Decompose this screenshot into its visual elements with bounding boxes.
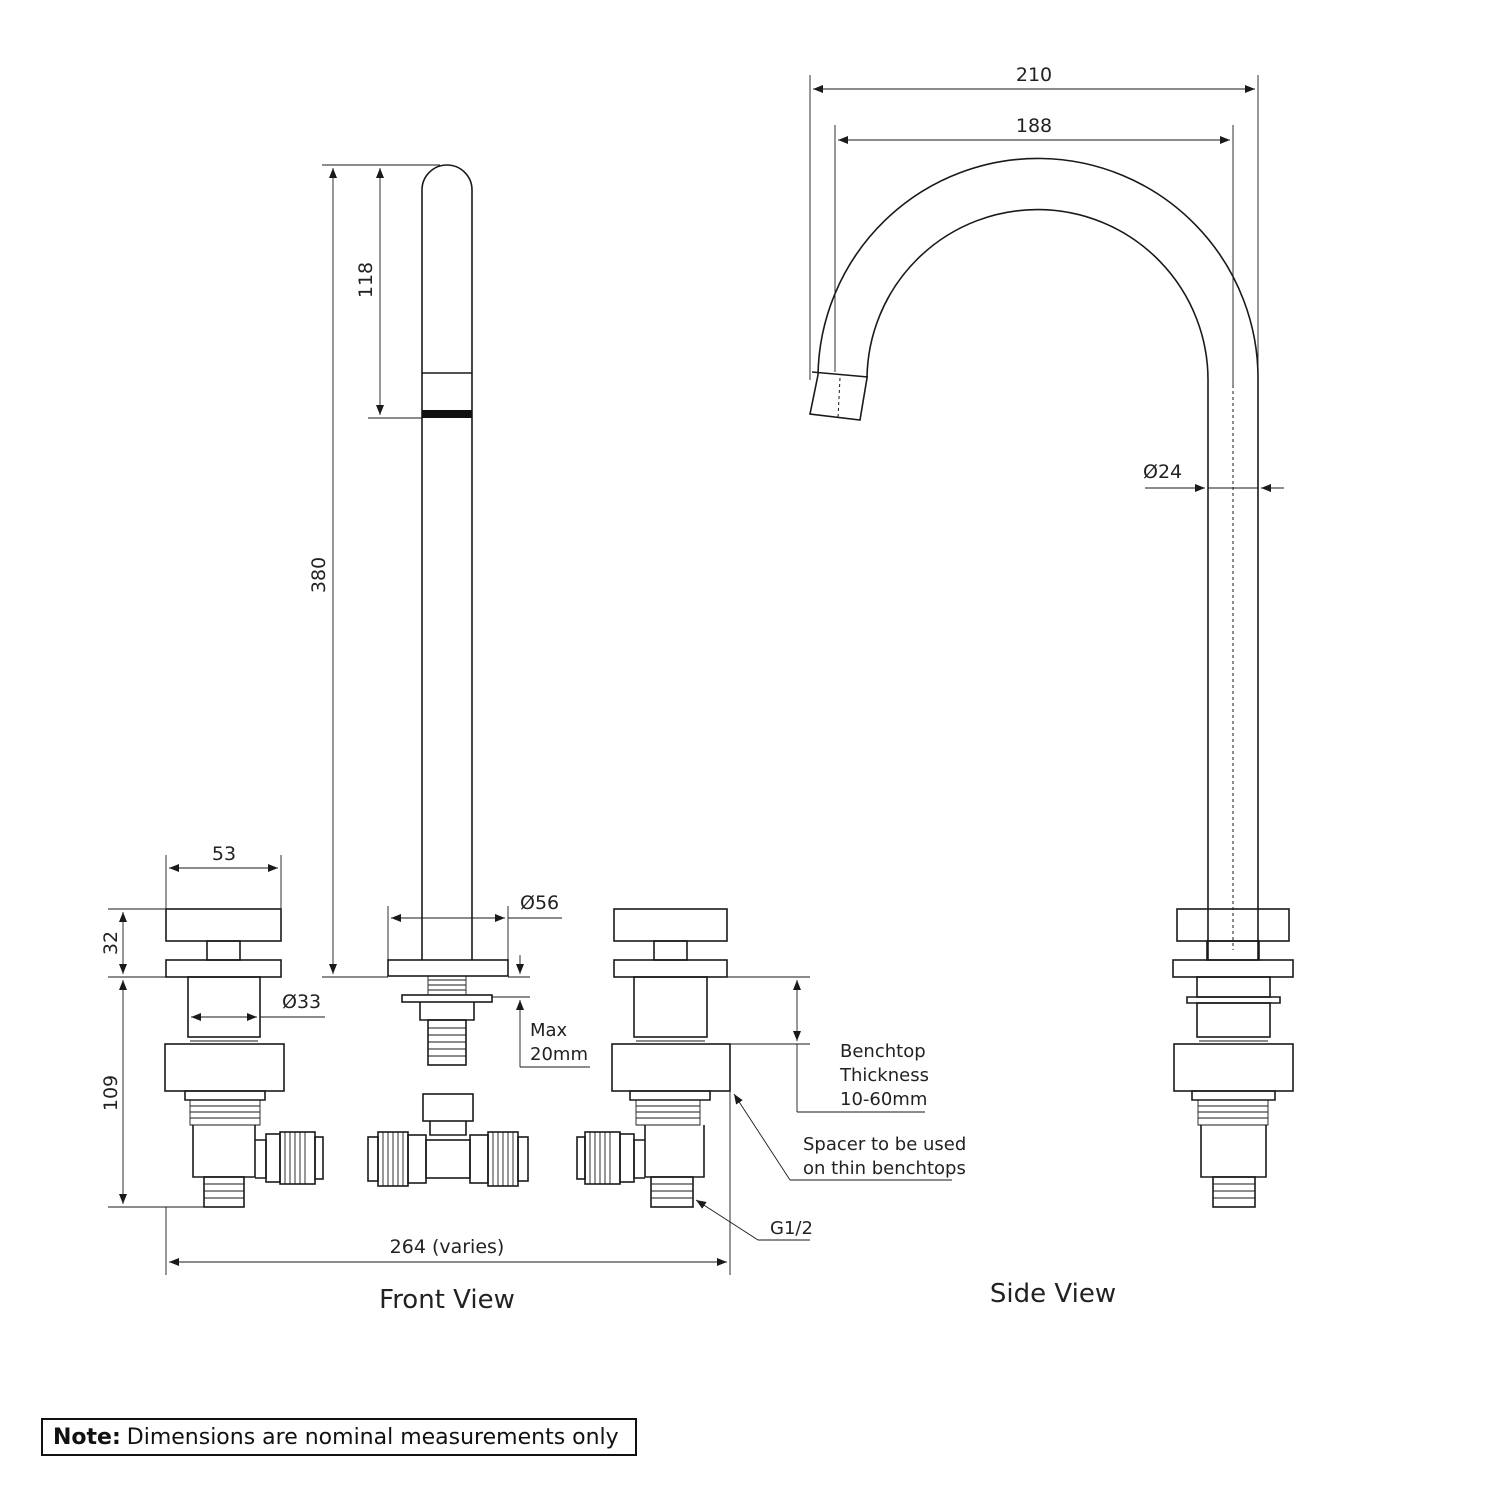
dim-32: 32 (100, 931, 122, 955)
spacer-label-line1: Spacer to be used (803, 1134, 966, 1155)
benchtop-label-line3: 10-60mm (840, 1089, 927, 1110)
note-box: Note: Dimensions are nominal measurement… (41, 1418, 637, 1456)
side-dimension-lines (809, 75, 1284, 492)
spacer-label-line2: on thin benchtops (803, 1158, 966, 1179)
dim-188: 188 (1016, 115, 1052, 137)
front-tee-fitting (367, 1093, 529, 1187)
side-view-drawing: 210 188 Ø24 Side View (809, 64, 1294, 1309)
max-label-line1: Max (530, 1020, 568, 1041)
front-view-title: Front View (379, 1285, 515, 1315)
front-right-valve (576, 908, 731, 1208)
dim-diameter-33: Ø33 (282, 991, 321, 1013)
side-spout (809, 157, 1259, 960)
benchtop-label-line1: Benchtop (840, 1041, 926, 1062)
note-bold-label: Note: (53, 1424, 121, 1450)
dim-53: 53 (212, 843, 236, 865)
spout-thread (428, 979, 466, 991)
dim-380: 380 (308, 557, 330, 593)
dim-109: 109 (100, 1075, 122, 1111)
benchtop-label-line2: Thickness (839, 1065, 929, 1086)
dim-210: 210 (1016, 64, 1052, 86)
max-label-line2: 20mm (530, 1044, 588, 1065)
note-text: Dimensions are nominal measurements only (126, 1424, 619, 1450)
side-view-title: Side View (990, 1279, 1116, 1309)
dim-diameter-56: Ø56 (520, 892, 559, 914)
front-spout (387, 164, 509, 1066)
front-left-valve (164, 908, 324, 1208)
dim-diameter-24: Ø24 (1143, 461, 1182, 483)
front-view-drawing: 118 380 53 32 109 Ø33 Ø56 264 (varies) M… (100, 164, 966, 1315)
dim-118: 118 (355, 262, 377, 298)
dim-264: 264 (varies) (390, 1236, 505, 1258)
front-dimension-lines (108, 164, 952, 1275)
side-base (1172, 908, 1294, 1208)
thread-label: G1/2 (770, 1218, 813, 1239)
